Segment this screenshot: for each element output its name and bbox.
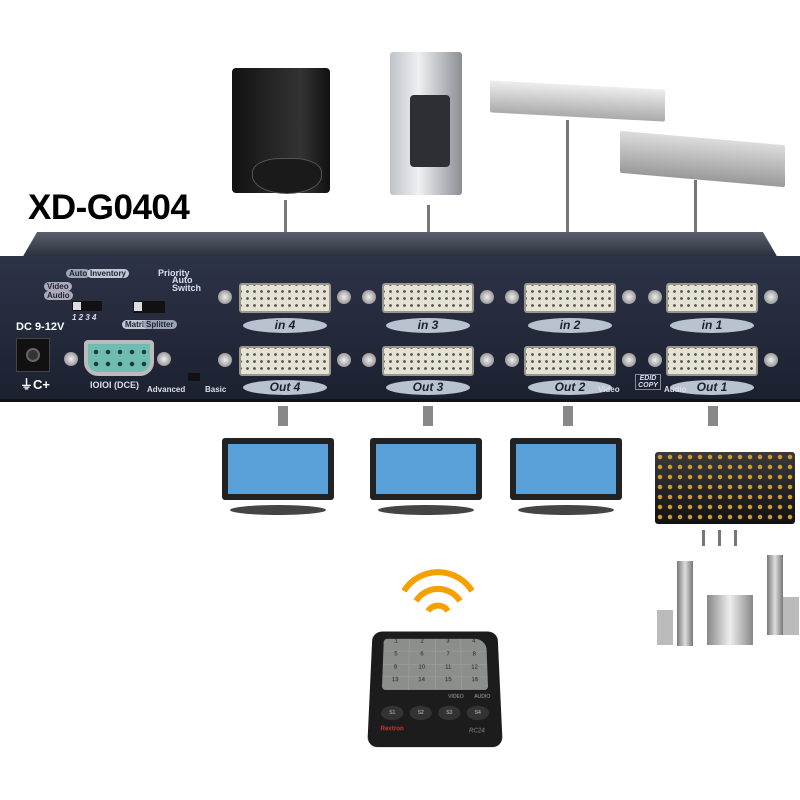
speaker-system-icon [655,555,800,650]
remote-control: 1 2 3 4 5 6 7 8 9 10 11 12 13 14 15 16 V… [367,631,503,748]
basic-label: Basic [205,385,227,394]
audio-label: Audio [44,291,73,300]
remote-brand-logo: Rextron [380,726,404,733]
output-label-1: Out 1 [670,380,754,395]
edid-video-label: Video [598,385,620,394]
remote-key[interactable]: 2 [409,638,435,651]
remote-key[interactable]: 1 [383,638,409,651]
remote-model: RC24 [468,728,485,735]
matrix-label: Matrix [122,320,152,329]
dvi-input-3[interactable] [382,283,474,313]
output-label-3: Out 3 [386,380,470,395]
dvi-output-2[interactable] [524,346,616,376]
remote-button-s4[interactable]: S4 [466,705,490,721]
remote-key[interactable]: 5 [382,651,409,664]
splitter-label: Splitter [143,320,177,329]
av-receiver-icon [655,452,795,524]
remote-key[interactable]: 11 [435,664,462,677]
video-label: Video [44,282,72,291]
dip-numbers: 1 2 3 4 [72,313,97,322]
dvi-output-3[interactable] [382,346,474,376]
input-label-3: in 3 [386,318,470,333]
auto-mode-label: Auto [172,275,193,285]
serial-label: IOIOI (DCE) [90,380,139,390]
priority-label: Priority [158,268,190,278]
remote-key[interactable]: 13 [381,677,408,690]
tv-monitor-icon [370,438,482,500]
remote-audio-label: AUDIO [474,693,491,700]
dvi-output-4[interactable] [239,346,331,376]
remote-button-s3[interactable]: S3 [438,705,461,721]
advanced-label: Advanced [147,385,186,394]
auto-label: Auto [66,269,91,278]
input-label-2: in 2 [528,318,612,333]
remote-key[interactable]: 12 [461,664,488,677]
switch-label: Switch [172,283,202,293]
remote-video-label: VIDEO [448,693,464,700]
remote-key[interactable]: 4 [461,638,487,651]
tv-monitor-icon [222,438,334,500]
device-top [22,232,778,258]
edid-audio-label: Audio [664,385,687,394]
remote-button-s2[interactable]: S2 [409,705,432,721]
remote-key[interactable]: 14 [408,677,435,690]
dvi-input-2[interactable] [524,283,616,313]
dip-switch-2[interactable] [133,301,165,313]
dvi-input-1[interactable] [666,283,758,313]
remote-key[interactable]: 6 [409,651,435,664]
remote-button-s1[interactable]: S1 [380,705,404,721]
input-label-1: in 1 [670,318,754,333]
dvd-player-icon [620,130,785,188]
remote-key[interactable]: 7 [435,651,461,664]
output-label-4: Out 4 [243,380,327,395]
inventory-label: Inventory [87,269,130,278]
dip-switch-1[interactable] [72,301,102,311]
xd-g0404-rear-panel: Auto Inventory Video Audio 1 2 3 4 Prior… [0,256,800,402]
rs232-serial-port[interactable] [84,340,154,376]
tv-monitor-icon [510,438,622,500]
dvi-input-4[interactable] [239,283,331,313]
dc-power-jack[interactable] [16,338,50,372]
mode-switch[interactable] [188,373,200,381]
ground-polarity-symbol: ⏚C+ [20,377,50,392]
remote-key[interactable]: 8 [461,651,488,664]
dvd-player-icon [490,80,665,122]
pc-front-panel [410,95,450,167]
gamepad-icon [252,158,322,194]
remote-key[interactable]: 16 [462,677,489,690]
remote-key[interactable]: 10 [408,664,435,677]
output-label-2: Out 2 [528,380,612,395]
product-title: XD-G0404 [28,188,190,227]
edid-copy-label: EDID COPY [635,374,661,390]
dvi-output-1[interactable] [666,346,758,376]
wireless-signal-icon [401,569,475,613]
remote-key[interactable]: 9 [382,664,409,677]
input-label-4: in 4 [243,318,327,333]
remote-key[interactable]: 15 [435,677,462,690]
remote-key[interactable]: 3 [435,638,461,651]
power-label: DC 9-12V [16,321,65,333]
